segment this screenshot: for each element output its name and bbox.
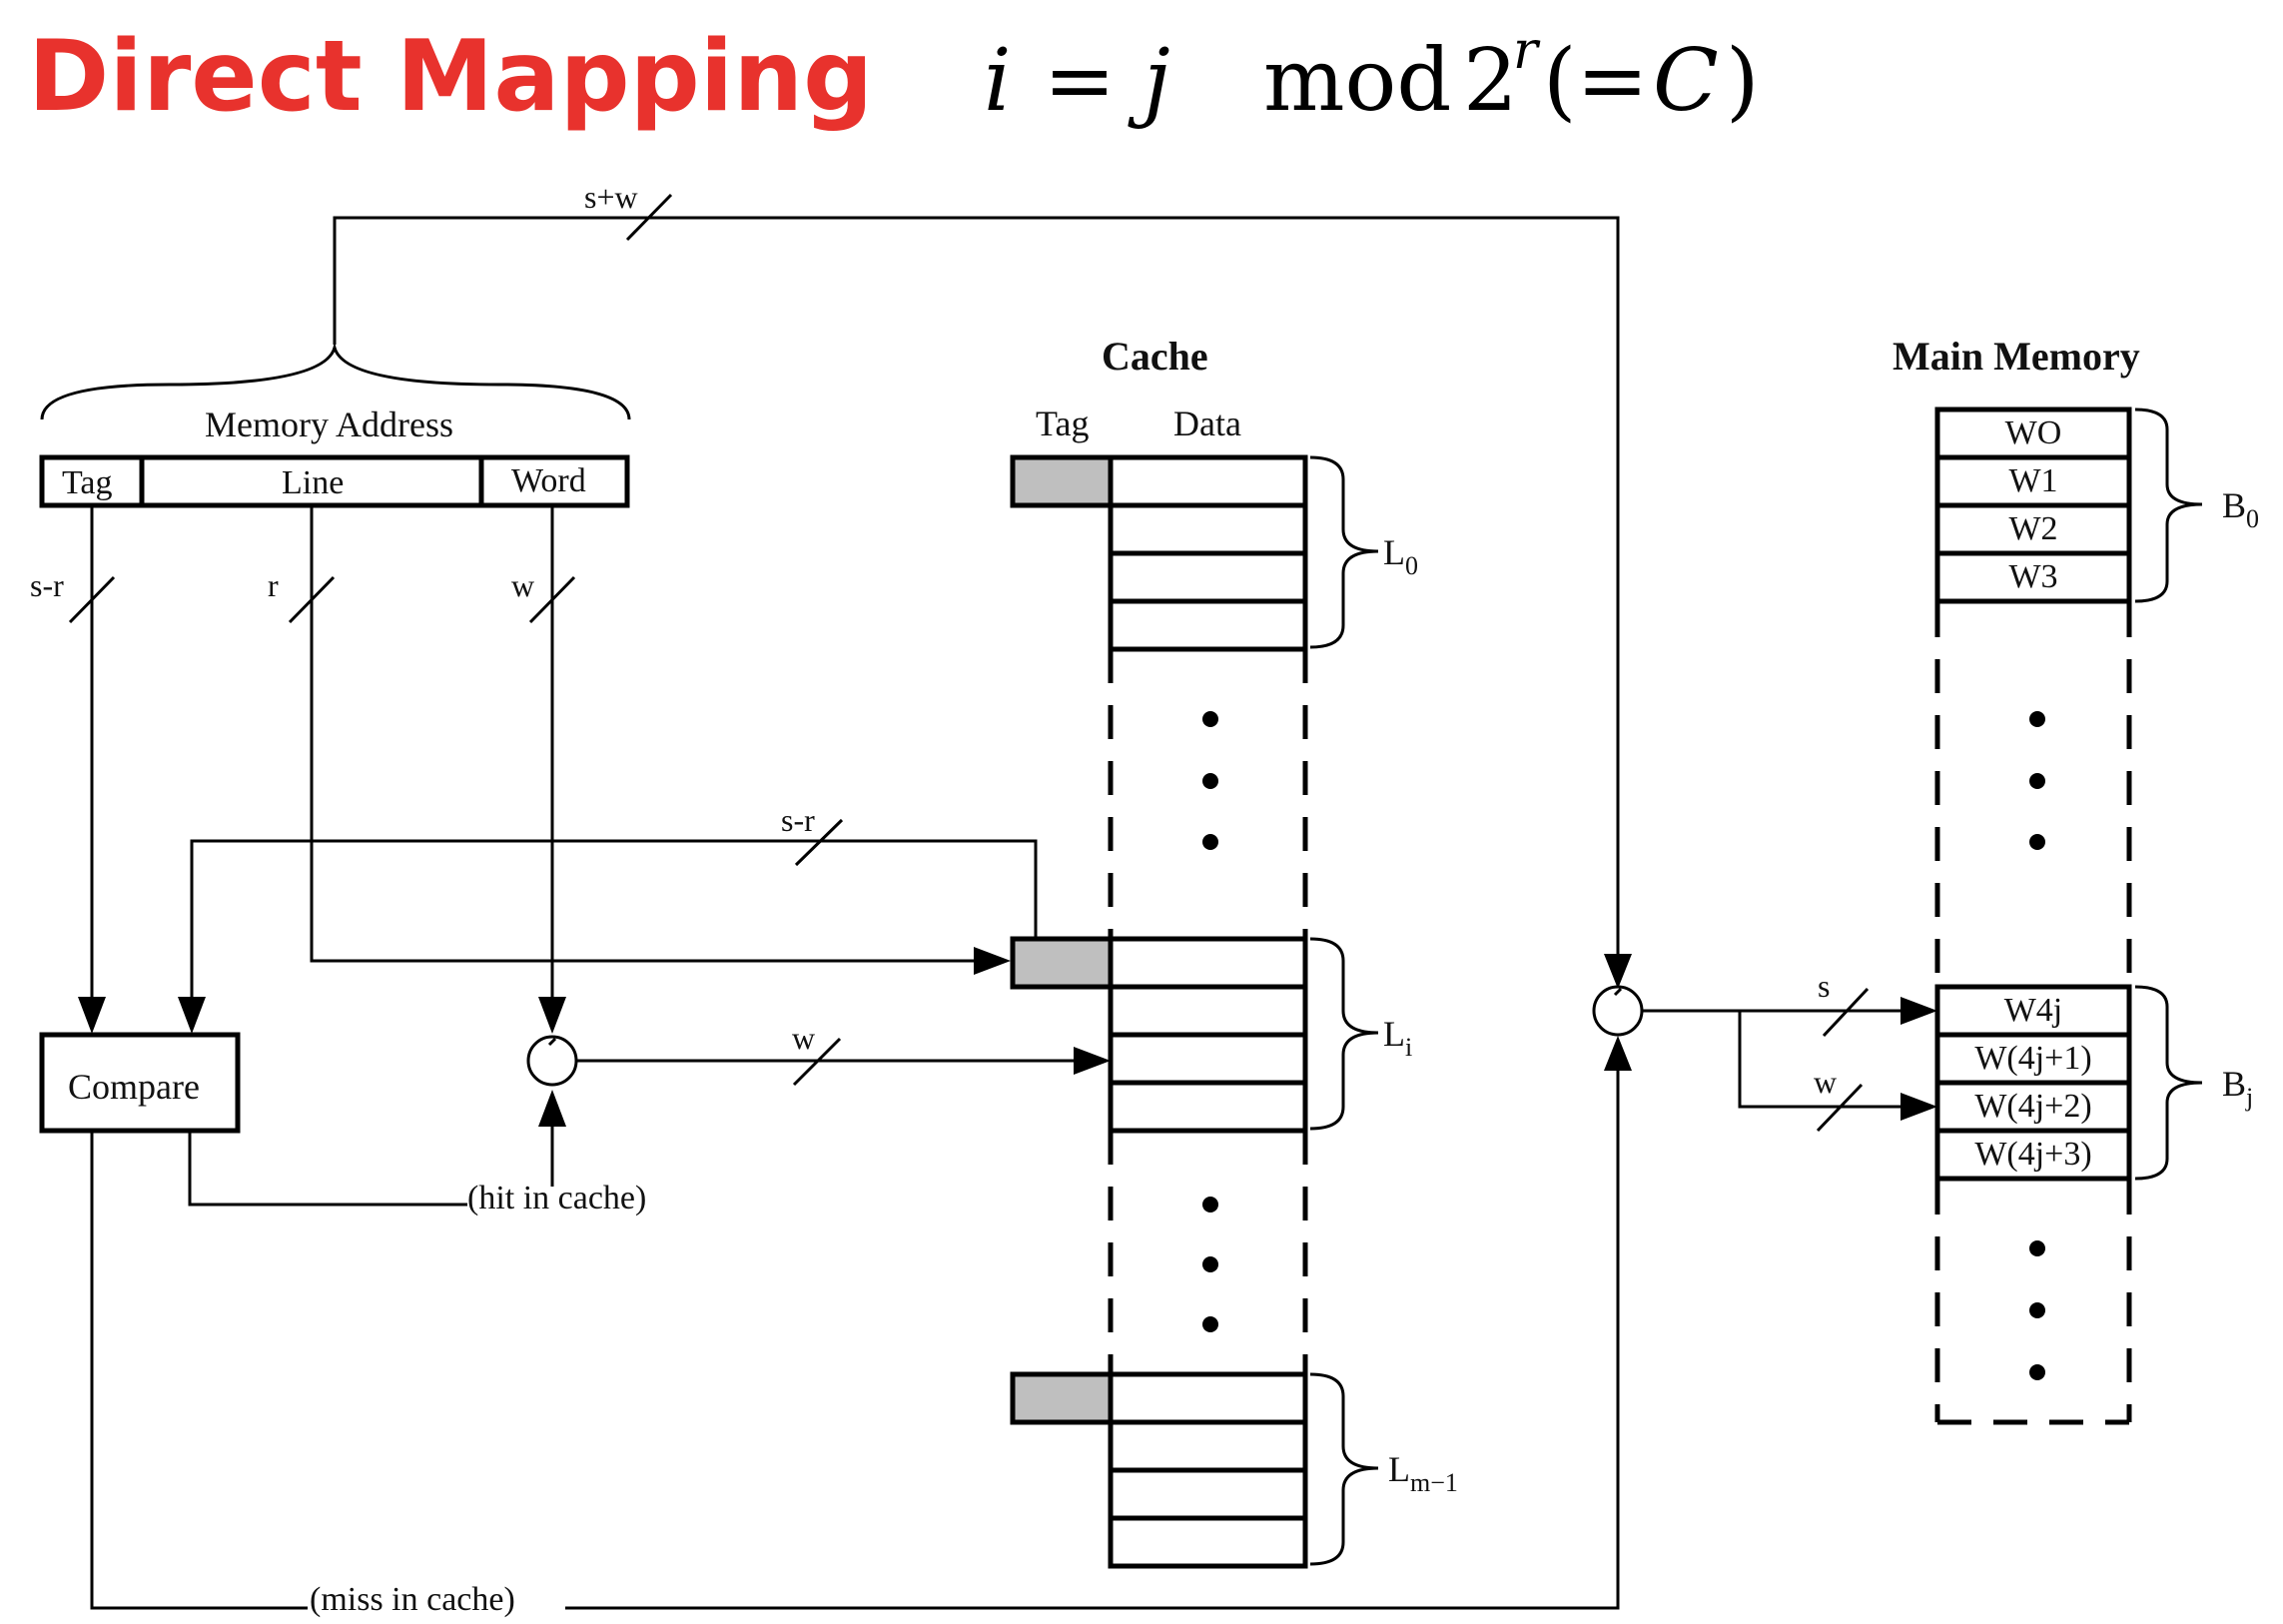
equation-j: j [1128,31,1170,131]
equation-paren-close: ) [1726,31,1760,131]
bus-label-line: r [268,567,279,603]
cache-line-label-0: L0 [1383,532,1418,580]
ellipsis-dot [2029,1302,2045,1318]
equation-mod: mod [1263,31,1451,131]
bus-label-block: s [1818,968,1830,1004]
ellipsis-dot [1202,711,1218,727]
bus-label-block-word: w [1814,1064,1837,1100]
ellipsis-dot [1202,773,1218,789]
address-field-line: Line [282,464,344,501]
tag-bus: s-r [30,505,116,1034]
memory-address-register: Tag Line Word [39,454,630,508]
ellipsis-dot [2029,1364,2045,1380]
equation-base: 2 [1463,31,1518,131]
miss-signal: (miss in cache) [90,1036,1632,1622]
memory-word: W4j [2004,992,2063,1029]
address-field-word: Word [511,462,586,499]
ellipsis-dot [2029,711,2045,727]
hit-label: (hit in cache) [467,1180,646,1217]
cache-tag-bus: s-r [178,802,1038,1034]
memory-block-label-j: Bj [2222,1064,2253,1112]
memory-word: W2 [2008,510,2057,547]
bus-label-sw: s+w [584,179,638,215]
address-field-tag: Tag [62,464,113,501]
memory-block-label-0: B0 [2222,485,2259,533]
word-bus: w [511,505,576,1034]
cache-line-group-i: Li [1010,936,1412,1134]
memory-block-j: W4j W(4j+1) W(4j+2) W(4j+3) Bj [1934,984,2253,1182]
cache-title: Cache [1102,334,1208,379]
bus-label-word: w [511,567,534,603]
main-memory: Main Memory WO W1 W2 W3 B0 W4j W(4j+1) W… [1893,334,2259,1425]
equation-equals: = [1044,31,1116,131]
memory-address-label: Memory Address [205,405,453,444]
line-bus: r [268,505,1011,975]
memory-word: W(4j+3) [1974,1136,2091,1173]
top-bus: s+w [333,179,1632,989]
compare-label: Compare [68,1067,200,1107]
ellipsis-dot [2029,773,2045,789]
cache-line-group-0: L0 [1010,454,1418,652]
main-memory-title: Main Memory [1893,334,2140,379]
cache-line-label-m-1: Lm−1 [1388,1449,1458,1497]
cache-col-tag: Tag [1036,404,1089,443]
hit-signal: (hit in cache) [188,1090,646,1217]
ellipsis-dot [1202,1197,1218,1213]
word-mux: w [526,1020,1111,1087]
bus-label-word-line: w [792,1020,815,1056]
memory-mux: s w [1592,968,1937,1133]
ellipsis-dot [1202,1316,1218,1332]
miss-label: (miss in cache) [310,1581,515,1618]
ellipsis-dot [2029,834,2045,850]
memory-word: W3 [2008,558,2057,595]
ellipsis-dot [1202,1256,1218,1272]
page-title: Direct Mapping [28,20,873,134]
mapping-equation: i = j mod 2 r (= C ) [984,21,1760,131]
equation-paren-open: (= [1543,31,1649,131]
memory-word: W1 [2008,462,2057,499]
ellipsis-dot [2029,1240,2045,1256]
cache: Cache Tag Data L0 Li [1010,334,1458,1569]
memory-address-brace [40,342,631,420]
memory-block-0: WO W1 W2 W3 B0 [1934,406,2259,604]
cache-line-group-m-1: Lm−1 [1010,1371,1458,1569]
memory-word: W(4j+1) [1974,1040,2091,1077]
ellipsis-dot [1202,834,1218,850]
memory-word: WO [2005,414,2062,451]
memory-word: W(4j+2) [1974,1088,2091,1125]
equation-c: C [1653,31,1719,131]
equation-exponent: r [1513,21,1541,81]
compare-block: Compare [39,1032,241,1134]
cache-col-data: Data [1173,404,1241,443]
bus-label-cache-tag: s-r [781,802,815,838]
equation-i: i [984,31,1012,131]
cache-line-label-i: Li [1383,1014,1412,1062]
bus-label-tag: s-r [30,567,64,603]
